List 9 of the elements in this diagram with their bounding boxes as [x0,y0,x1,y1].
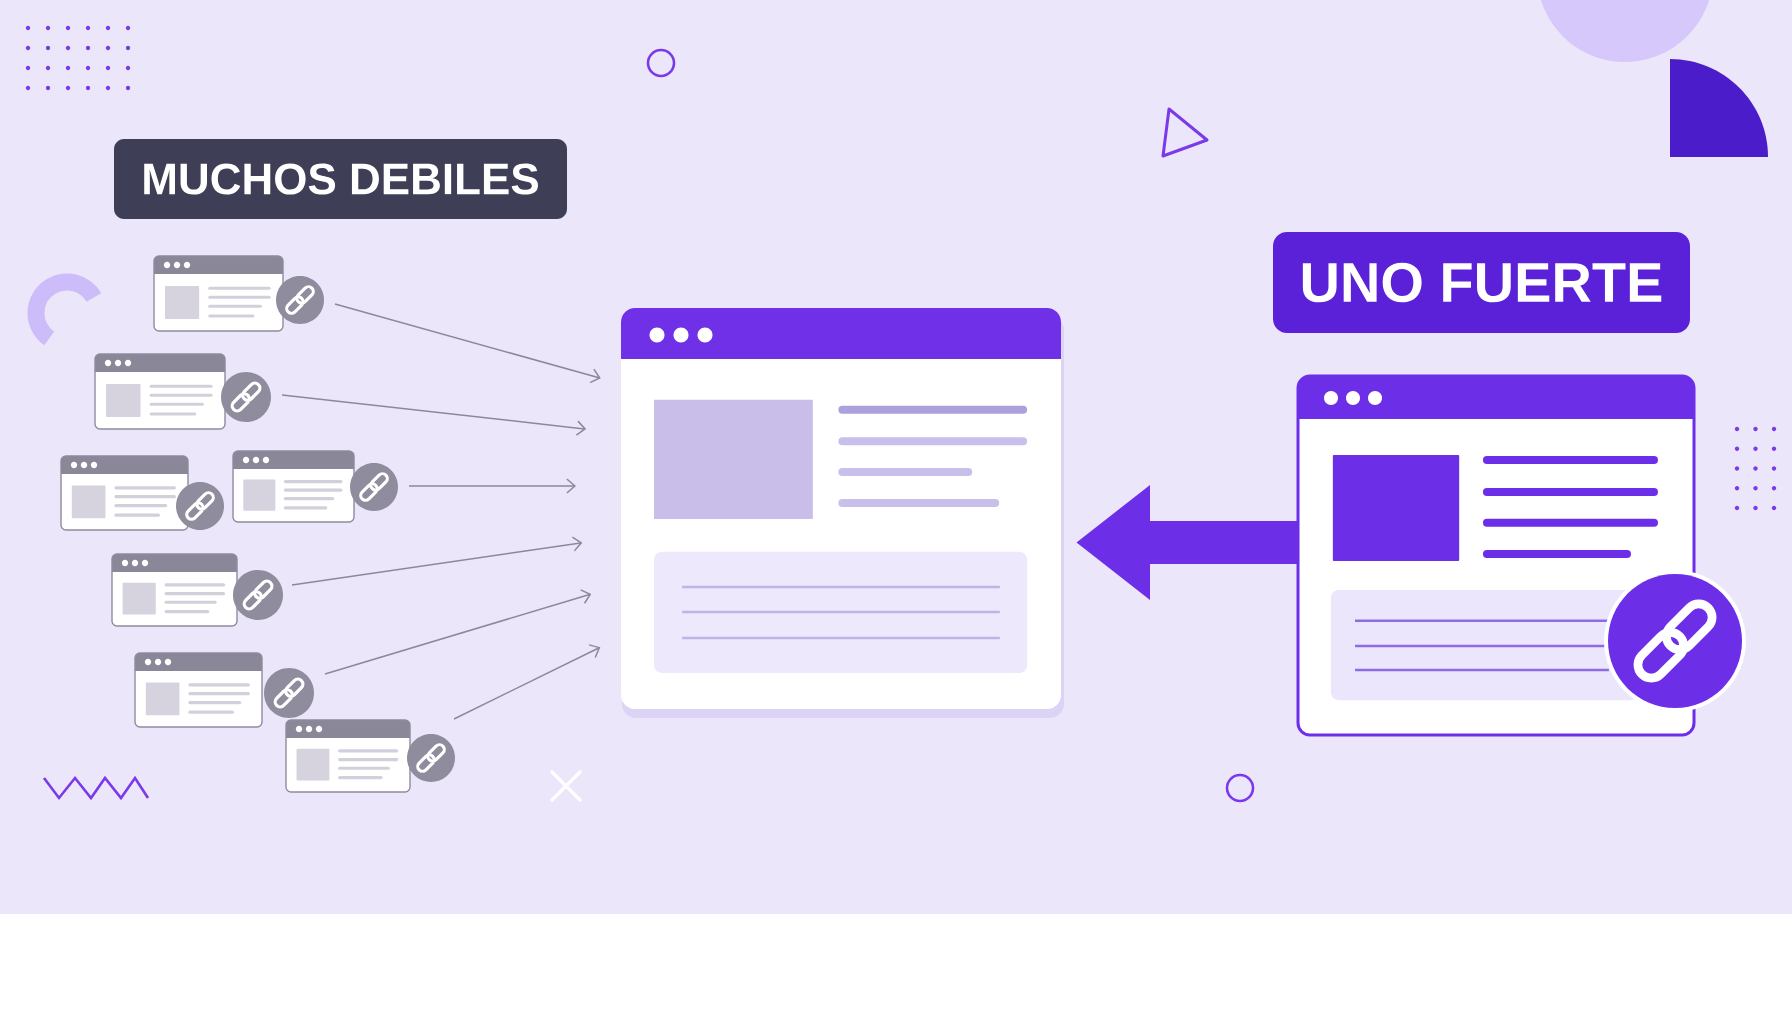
browser-window [621,308,1064,718]
arrow [324,589,592,675]
label-box: UNO FUERTE [1273,232,1690,333]
arrow [453,644,601,720]
arrow [281,394,587,436]
arrow [408,478,576,494]
label-box: MUCHOS DEBILES [114,139,567,219]
arrow [334,303,601,384]
arrow [291,536,583,586]
